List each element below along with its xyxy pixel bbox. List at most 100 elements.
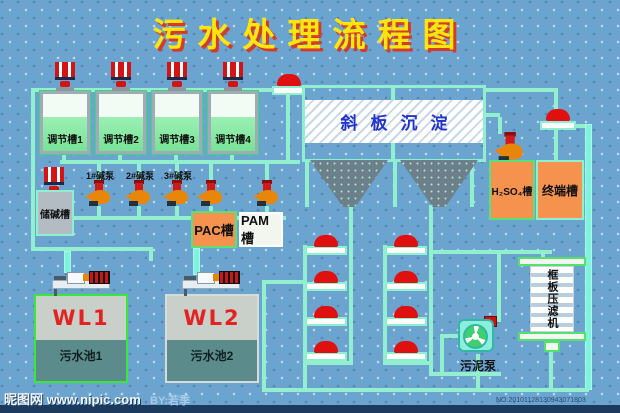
- pipe: [303, 361, 353, 365]
- pipe: [262, 388, 589, 392]
- valve-bar: [305, 246, 347, 255]
- tank-label: H₂SO₄槽: [491, 186, 533, 198]
- valve-bar: [305, 317, 347, 326]
- hopper: [310, 160, 388, 207]
- pipe: [118, 152, 122, 160]
- serial-number: NO.20101128130943071803: [496, 397, 586, 404]
- tank-adjust-2: 调节槽2: [96, 91, 146, 154]
- dome-valve-icon[interactable]: [314, 235, 338, 247]
- filter-press-outlet: [544, 341, 560, 352]
- dome-valve-icon[interactable]: [314, 341, 338, 353]
- pipe: [484, 88, 558, 92]
- pipe: [429, 250, 552, 254]
- bottom-strip: [0, 405, 620, 413]
- pump-label: 2#碱泵: [125, 171, 154, 181]
- pipe: [97, 164, 101, 180]
- pipe: [60, 160, 300, 164]
- valve-bar: [385, 317, 427, 326]
- valve-bar: [385, 282, 427, 291]
- tank-label: PAC槽: [194, 223, 234, 238]
- pipe: [174, 152, 178, 160]
- pipe: [31, 88, 35, 251]
- filter-press-plates: [530, 266, 574, 332]
- tank-terminal: 终端槽: [536, 160, 584, 220]
- tank-label: 调节槽4: [215, 135, 251, 146]
- pipe: [554, 130, 558, 161]
- pipe: [393, 160, 397, 207]
- dosing-pump-icon[interactable]: [163, 180, 191, 207]
- liquid-level: [43, 117, 87, 151]
- pipe: [262, 284, 266, 388]
- pipe: [64, 251, 71, 273]
- sludge-pump-label: 污泥泵: [459, 359, 496, 373]
- dome-valve-icon[interactable]: [394, 306, 418, 318]
- pipe: [383, 245, 387, 365]
- mixer-icon[interactable]: [110, 62, 132, 91]
- pipe: [36, 216, 286, 220]
- tank-pam: PAM槽: [239, 212, 283, 247]
- pipe: [429, 205, 433, 376]
- tank-adjust-4: 调节槽4: [208, 91, 258, 154]
- dome-valve-icon[interactable]: [394, 341, 418, 353]
- pipe: [440, 334, 462, 338]
- tank-label: 调节槽3: [159, 135, 195, 146]
- tank-adjust-3: 调节槽3: [152, 91, 202, 154]
- tank-label: PAM槽: [241, 212, 269, 246]
- pipe: [265, 164, 269, 180]
- valve-bar: [385, 246, 427, 255]
- mixer-icon[interactable]: [54, 62, 76, 91]
- page-title: 污水处理流程图: [152, 16, 468, 53]
- pipe: [497, 250, 501, 322]
- pipe: [349, 205, 353, 365]
- pipe: [476, 354, 480, 390]
- pool-code: WL2: [167, 296, 257, 340]
- mixer-icon[interactable]: [222, 62, 244, 91]
- pool-wl2: WL2 污水池2: [165, 294, 259, 383]
- pump-label: 3#碱泵: [163, 171, 192, 181]
- pipe: [209, 164, 213, 180]
- watermark-site: 昵图网 www.nipic.com: [4, 392, 141, 407]
- pool-label: 污水池2: [167, 340, 257, 381]
- pipe: [549, 352, 553, 390]
- dosing-pump-icon[interactable]: [125, 180, 153, 207]
- tank-pac: PAC槽: [191, 211, 237, 248]
- pump-label: 1#碱泵: [85, 171, 114, 181]
- pipe: [193, 248, 200, 275]
- mixer-icon[interactable]: [166, 62, 188, 91]
- liquid-level: [99, 117, 143, 151]
- centrifugal-pump-icon[interactable]: [182, 268, 240, 296]
- pipe: [149, 251, 153, 261]
- filter-press-label: 框板压滤机: [546, 269, 558, 329]
- pipe: [305, 160, 309, 207]
- pipe: [230, 152, 234, 160]
- dosing-pump-icon[interactable]: [85, 180, 113, 207]
- pipe: [175, 206, 179, 216]
- centrifugal-pump-icon[interactable]: [52, 268, 110, 296]
- dosing-pump-icon[interactable]: [253, 180, 281, 207]
- pipe: [31, 247, 153, 251]
- tank-label: 终端槽: [541, 183, 578, 198]
- valve-bar: [272, 86, 304, 95]
- dome-valve-icon[interactable]: [314, 306, 338, 318]
- filter-press-bottom-bar: [518, 332, 586, 341]
- tank-h2so4: H₂SO₄槽: [489, 160, 535, 220]
- dome-valve-icon[interactable]: [394, 235, 418, 247]
- pipe: [484, 113, 500, 117]
- dome-valve-icon[interactable]: [277, 74, 301, 86]
- dome-valve-icon[interactable]: [394, 271, 418, 283]
- dome-valve-icon[interactable]: [546, 109, 570, 121]
- pipe: [383, 361, 433, 365]
- pool-code: WL1: [36, 296, 126, 340]
- tank-label: 储碱槽: [40, 209, 70, 221]
- tank-sedimentation: 斜板沉淀: [302, 85, 486, 162]
- liquid-level: [211, 117, 255, 151]
- pipe: [498, 117, 502, 134]
- sludge-pump-icon[interactable]: [458, 316, 498, 356]
- pool-label: 污水池1: [36, 340, 126, 381]
- tank-label: 调节槽2: [103, 135, 139, 146]
- dome-valve-icon[interactable]: [314, 271, 338, 283]
- pipe: [137, 164, 141, 180]
- pipe: [470, 160, 474, 207]
- dosing-pump-icon[interactable]: [494, 132, 526, 163]
- dosing-pump-icon[interactable]: [197, 180, 225, 207]
